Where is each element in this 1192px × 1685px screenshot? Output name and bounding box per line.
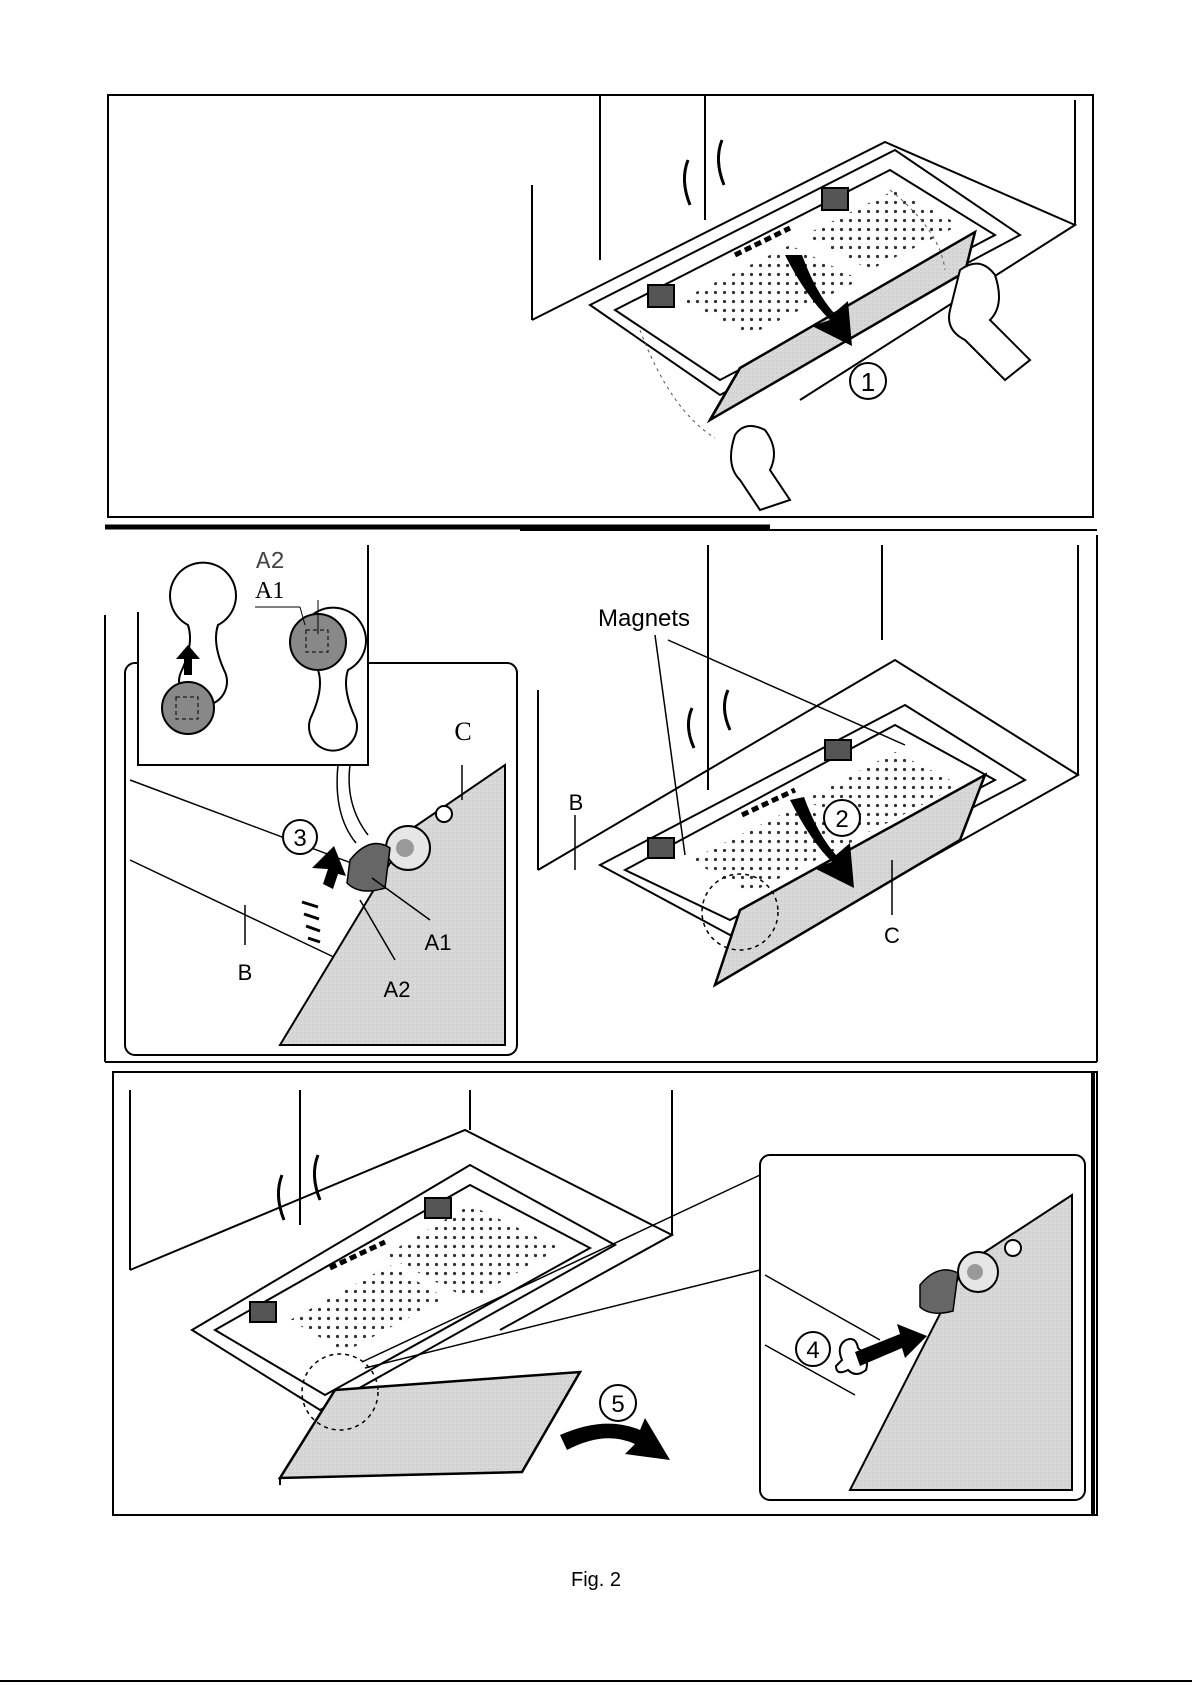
step-1-number: 1	[861, 367, 875, 397]
magnet-leader-1	[655, 635, 685, 855]
label-a1-detail: A1	[425, 930, 452, 955]
step-5-number: 5	[611, 1391, 624, 1418]
pin-in-slot	[162, 682, 214, 734]
label-c-detail: C	[454, 717, 471, 746]
panel-1-open-filter: 1	[105, 95, 1093, 527]
magnet-leader-2	[668, 640, 905, 745]
label-a1-inset: A1	[255, 578, 284, 604]
label-c: C	[884, 923, 900, 948]
panel-3-magnets: Magnets B 2 C	[538, 535, 1097, 1062]
label-b-detail: B	[238, 960, 253, 985]
panel-4-remove-filter: 5 4	[113, 1072, 1097, 1515]
figure-caption: Fig. 2	[571, 1569, 621, 1591]
step-2-number: 2	[835, 806, 848, 833]
label-a2-detail: A2	[384, 977, 411, 1002]
label-b: B	[569, 790, 584, 815]
step-3-number: 3	[293, 825, 306, 852]
step-4-number: 4	[806, 1337, 819, 1364]
label-magnets: Magnets	[598, 605, 690, 632]
arrow-out-icon	[560, 1418, 670, 1460]
label-a2-inset: A2	[256, 549, 285, 576]
